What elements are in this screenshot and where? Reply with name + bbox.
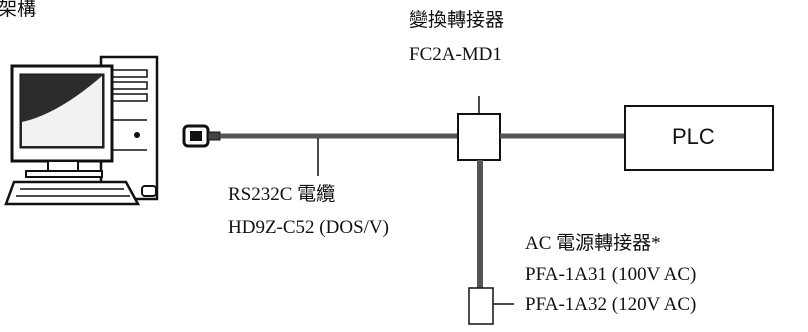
adapter-title-label: 變換轉接器 bbox=[409, 10, 505, 31]
converter-adapter-box bbox=[457, 113, 501, 161]
plc-label: PLC bbox=[672, 124, 715, 149]
power-adapter-model-1-label: PFA-1A31 (100V AC) bbox=[525, 264, 697, 285]
ac-power-adapter-box bbox=[468, 287, 494, 325]
adapter-model-label: FC2A-MD1 bbox=[409, 44, 502, 65]
db9-connector-icon bbox=[182, 124, 221, 148]
page-title-fragment: 架構 bbox=[0, 0, 37, 20]
desktop-computer-icon bbox=[4, 55, 159, 206]
cable-model-label: HD9Z-C52 (DOS/V) bbox=[228, 217, 389, 238]
power-adapter-title-label: AC 電源轉接器* bbox=[525, 233, 661, 254]
plc-box bbox=[624, 105, 774, 171]
cable-title-label: RS232C 電纜 bbox=[228, 184, 336, 205]
power-adapter-model-2-label: PFA-1A32 (120V AC) bbox=[525, 294, 697, 315]
